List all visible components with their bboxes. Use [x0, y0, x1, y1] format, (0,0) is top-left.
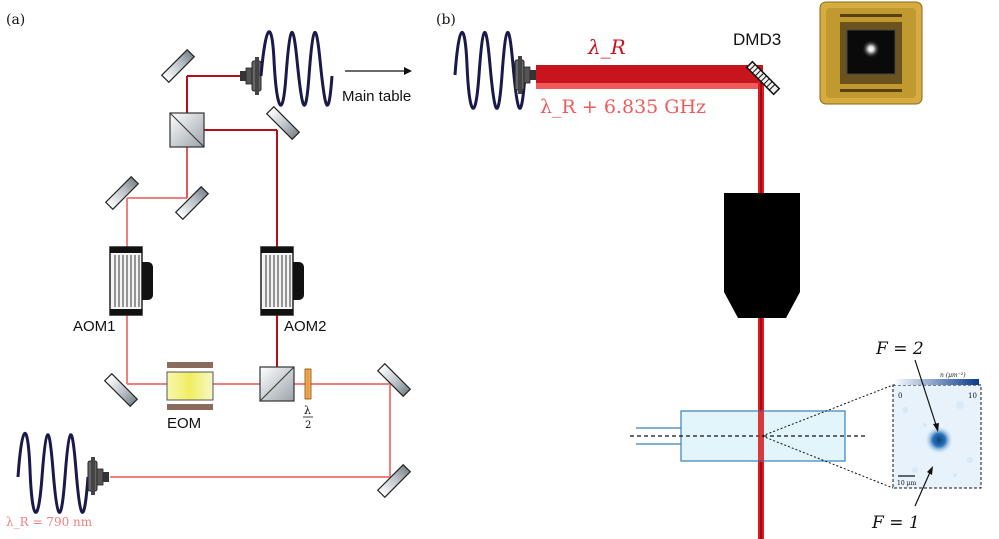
mirror — [376, 362, 412, 398]
dmd-label: DMD3 — [733, 30, 781, 49]
beam-lambda-r — [536, 65, 763, 85]
zoom-lines — [761, 384, 894, 489]
mirror — [103, 372, 139, 408]
atom-cloud — [925, 426, 953, 454]
f1-arrow — [914, 466, 933, 507]
mirror — [174, 185, 210, 221]
f2-label: F = 2 — [875, 339, 924, 359]
beam-splitter-cube-bottom — [259, 366, 295, 402]
beam-splitter-cube-top — [169, 112, 205, 148]
mirror — [160, 48, 196, 84]
dmd-mirror — [745, 60, 781, 96]
main-table-arrow — [345, 67, 412, 75]
half-wave-denominator: 2 — [305, 420, 311, 431]
mirror — [376, 463, 412, 499]
lambda-r-label: λ_R — [587, 35, 626, 59]
scalebar-label: 10 μm — [897, 480, 916, 487]
colorbar-min: 0 — [898, 392, 902, 400]
main-table-label: Main table — [342, 88, 411, 105]
dmd-photo — [819, 1, 923, 105]
mirrors-a — [103, 48, 412, 499]
microscope-objective — [724, 193, 800, 318]
lambda-r-shifted-label: λ_R + 6.835 GHz — [540, 96, 706, 118]
fiber-input-a — [16, 431, 109, 514]
half-wave-plate — [304, 368, 312, 400]
eom-label: EOM — [167, 415, 201, 432]
colorbar-max: 10 — [968, 392, 977, 400]
mirror — [104, 175, 140, 211]
fiber-output-a — [240, 30, 334, 107]
fiber-input-b — [453, 30, 536, 110]
aom1 — [109, 246, 153, 316]
panel-a-label: (a) — [6, 12, 25, 28]
eom — [166, 362, 214, 410]
f1-label: F = 1 — [871, 513, 920, 533]
colorbar — [895, 379, 979, 385]
science-cell — [630, 410, 866, 462]
beam-vertical-overlay — [758, 411, 764, 461]
aom1-label: AOM1 — [73, 318, 116, 335]
absorption-image-inset: 0 10 n (μm⁻²) 10 μm — [892, 372, 982, 489]
half-wave-numerator: λ — [304, 404, 311, 417]
beam-lambda-r-shifted — [536, 83, 763, 89]
lambda-r-input-label: λ_R = 790 nm — [6, 515, 93, 529]
colorbar-unit: n (μm⁻²) — [940, 372, 966, 379]
aom2 — [260, 246, 304, 316]
panel-b-label: (b) — [436, 12, 456, 28]
aom2-label: AOM2 — [284, 318, 327, 335]
mirror — [265, 105, 301, 141]
f2-arrow — [914, 359, 939, 432]
